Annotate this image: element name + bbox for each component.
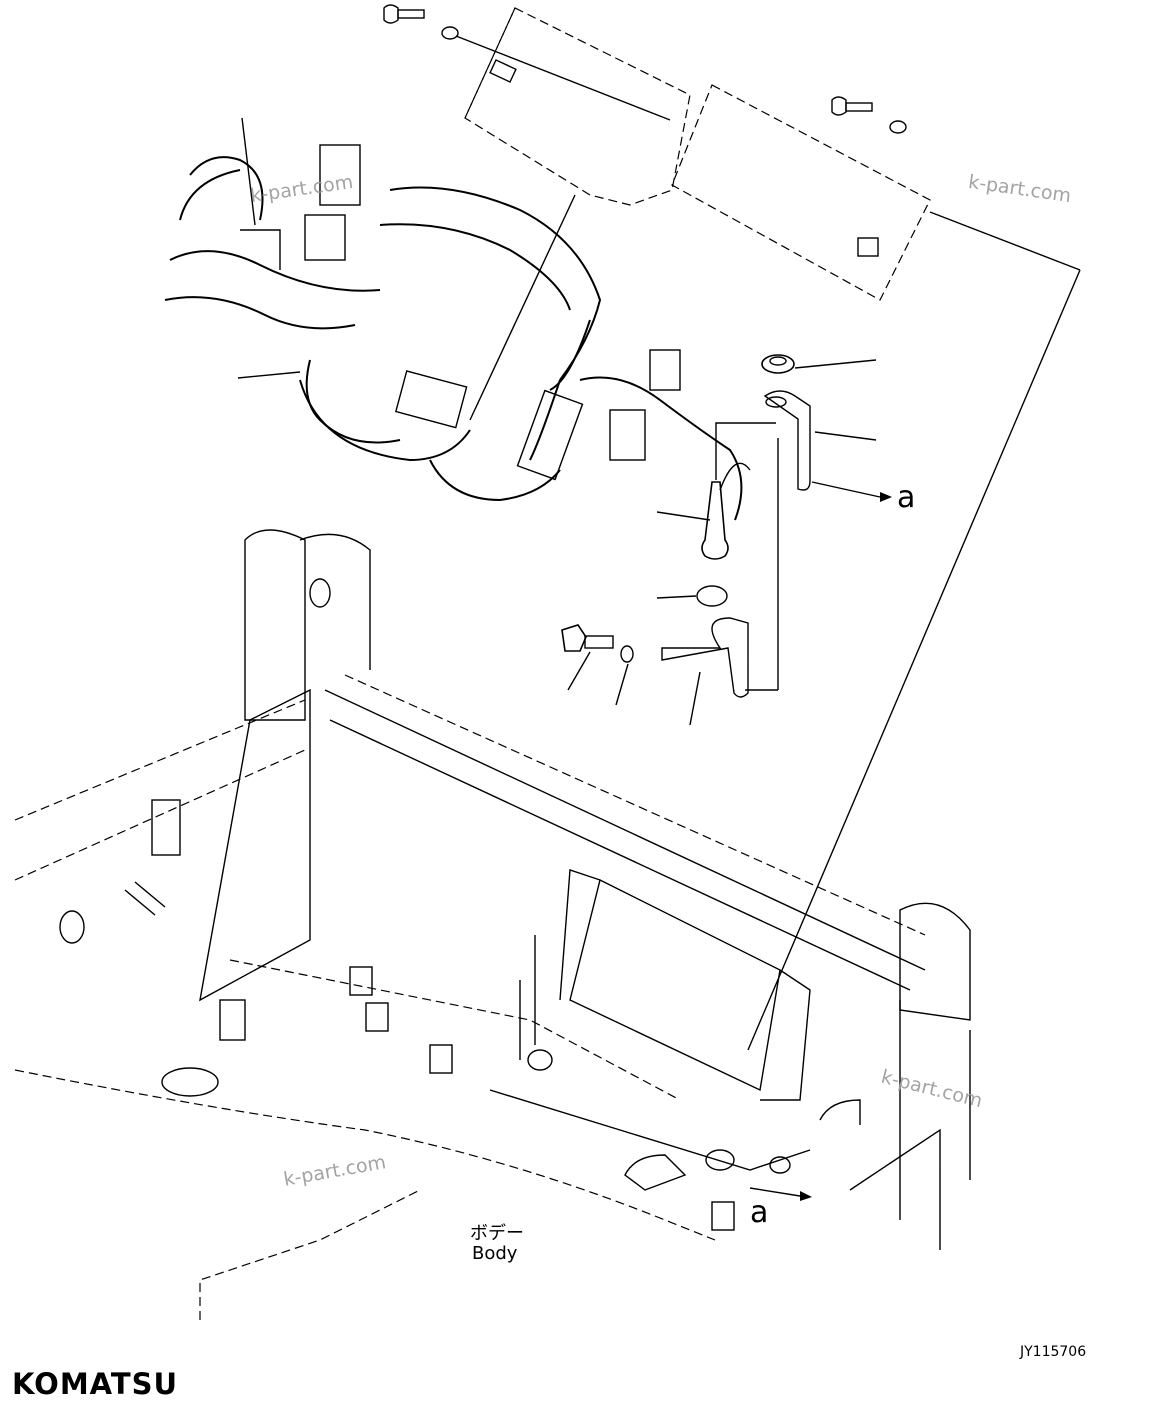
bolt-top-right [831, 96, 907, 134]
body-label-english: Body [472, 1243, 518, 1264]
leader-line [237, 371, 301, 379]
callout-a-top: a [897, 480, 916, 515]
komatsu-logo: KOMATSU [12, 1367, 179, 1401]
callout-a-bottom: a [750, 1195, 769, 1230]
grommet-part [761, 354, 877, 374]
bolt-top-left [383, 4, 671, 121]
leader-line [747, 269, 1081, 1051]
controller-panel-left [464, 7, 691, 206]
leader-line [929, 211, 1081, 271]
reference-arrow [749, 1187, 801, 1197]
washer-part [615, 645, 634, 706]
wiring-harness [164, 117, 743, 521]
body-frame [14, 529, 971, 1320]
body-label-japanese: ボデー [470, 1223, 524, 1244]
controller-panel-right [671, 84, 931, 301]
bolt-part [561, 624, 614, 691]
reference-arrowhead [800, 1191, 812, 1201]
drawing-number: JY115706 [1020, 1344, 1087, 1360]
antenna-bracket-upper [763, 390, 892, 502]
leader-line [469, 194, 576, 421]
antenna-part [656, 422, 779, 691]
o-ring-part [656, 585, 728, 607]
controller-mount [489, 869, 861, 1191]
antenna-bracket-lower [661, 617, 749, 726]
